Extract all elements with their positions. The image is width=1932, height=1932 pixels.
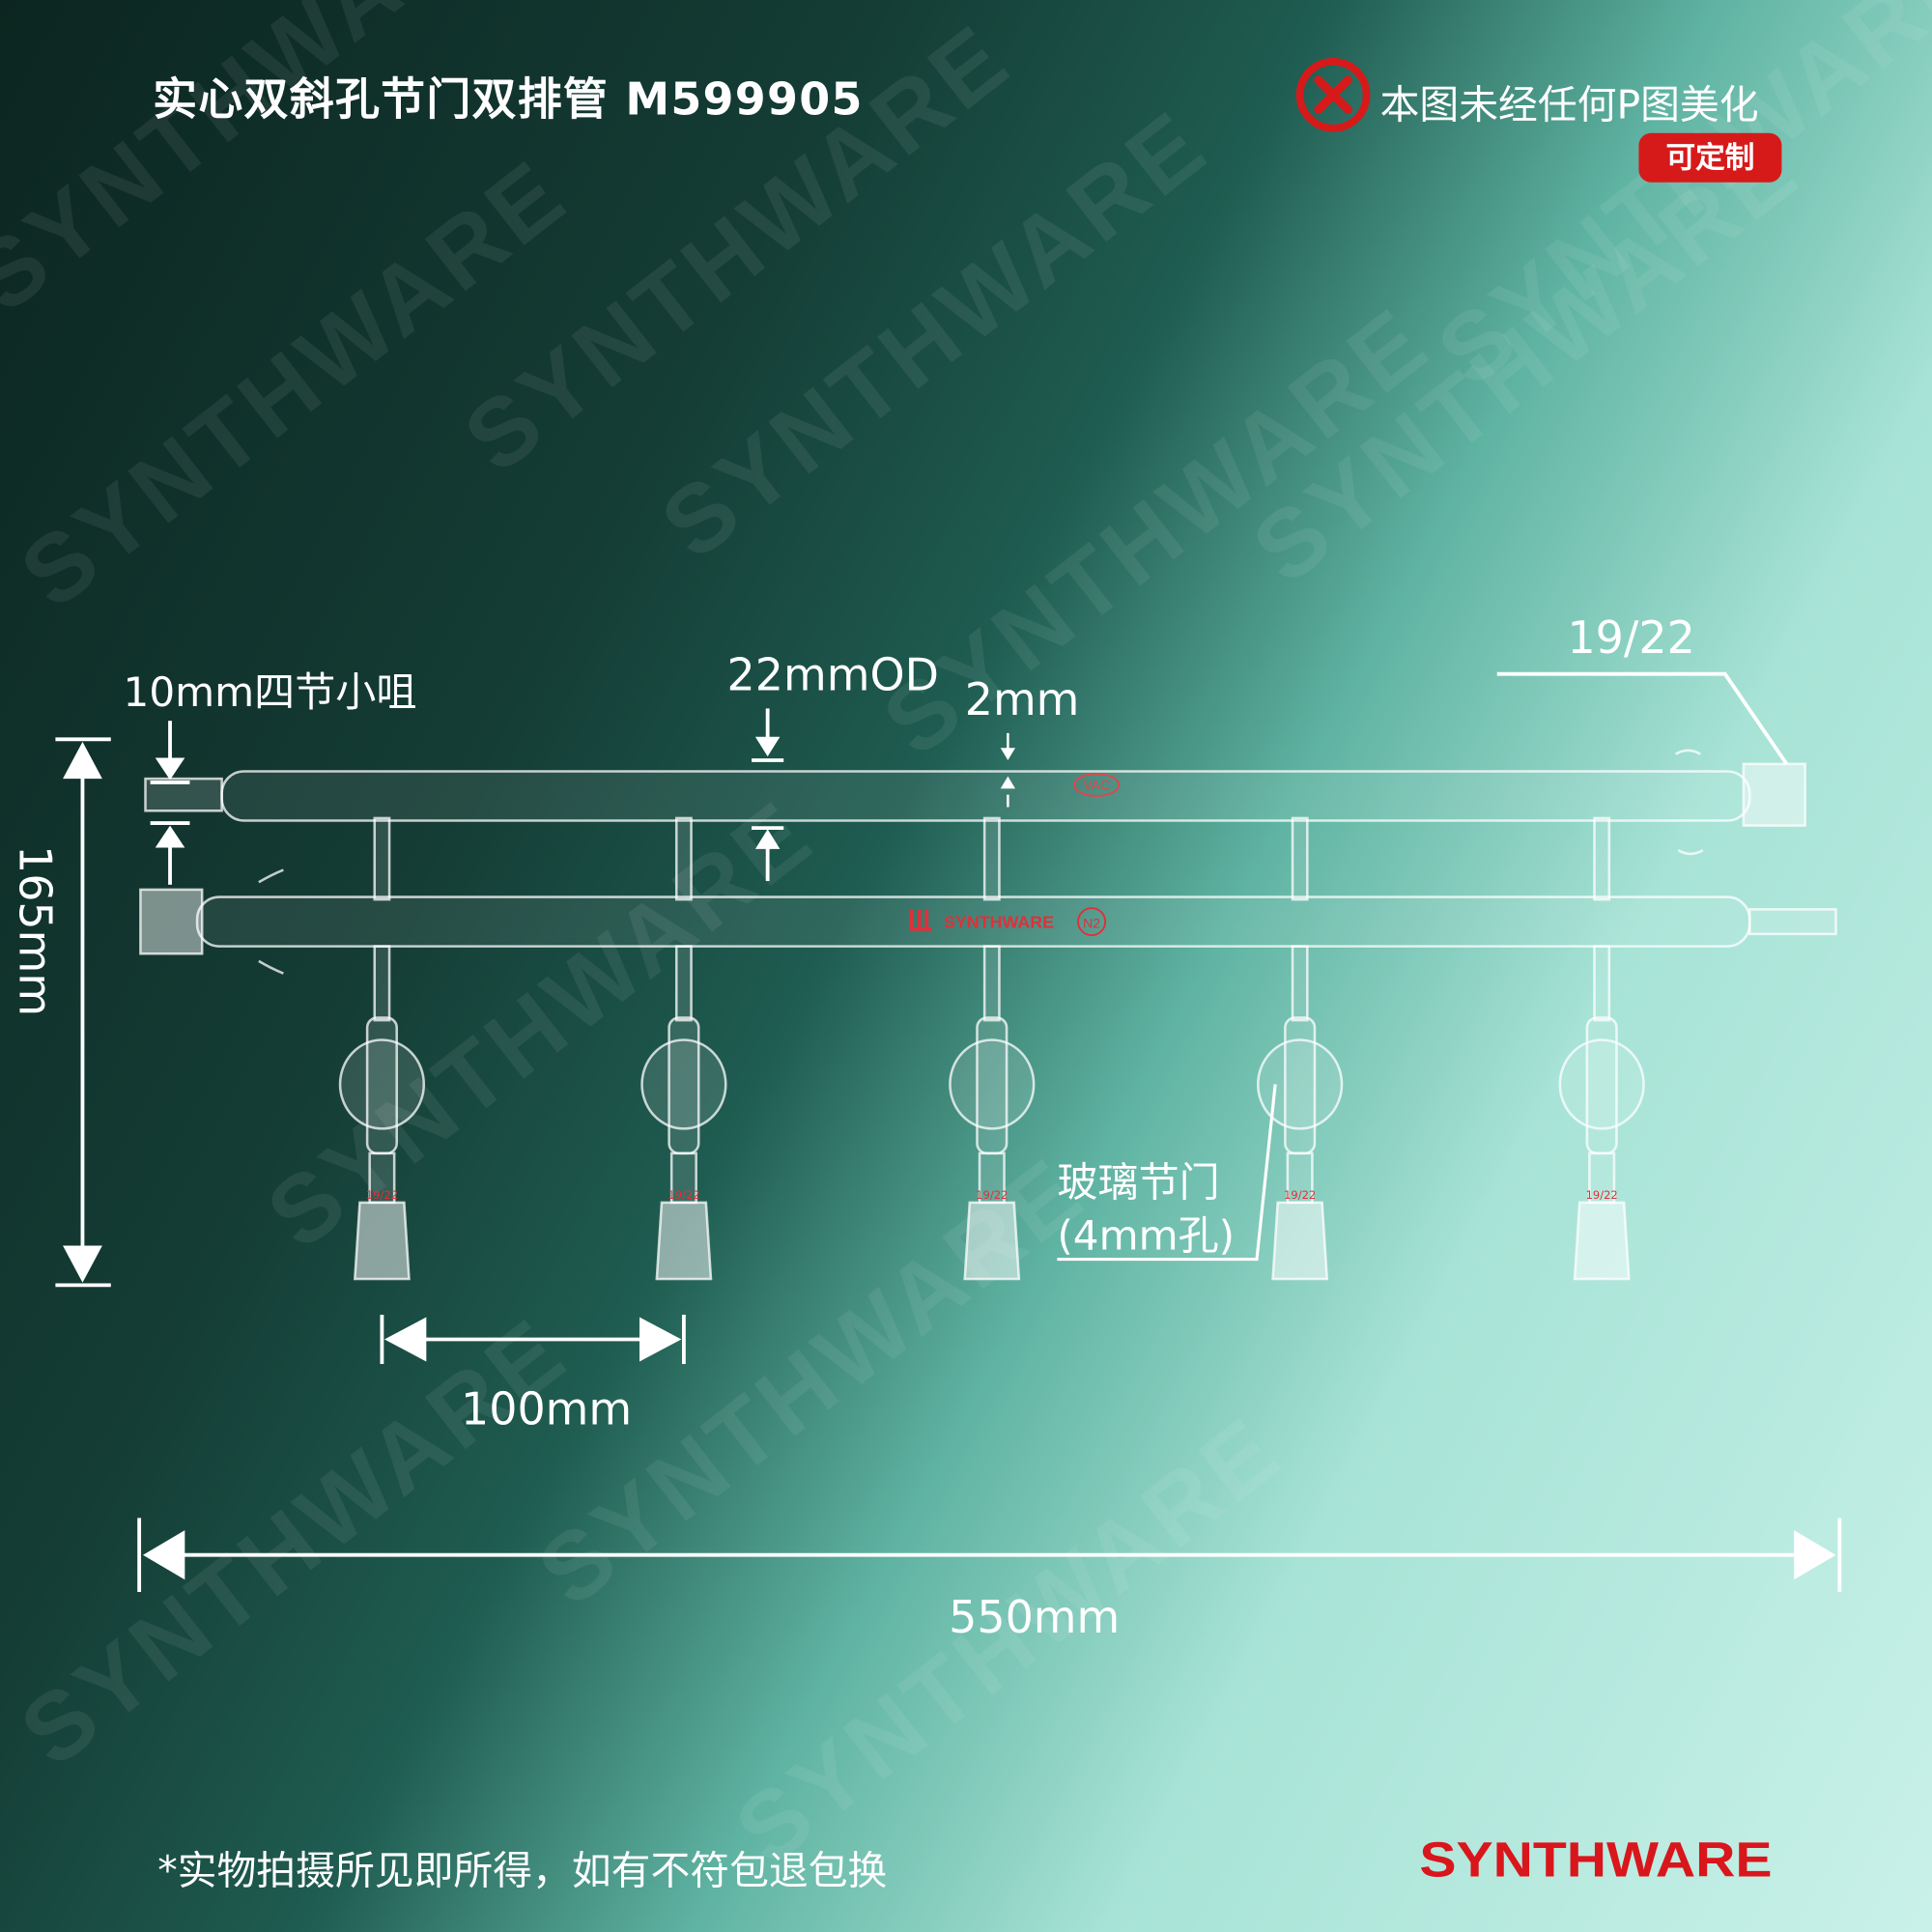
valve-hole-label: (4mm孔) <box>1057 1210 1236 1260</box>
joint-mark: 19/22 <box>366 1188 398 1202</box>
brand-mark: SYNTHWARE <box>944 912 1054 931</box>
vac-mark: VAC <box>1083 778 1110 793</box>
page-title: 实心双斜孔节门双排管 M599905 <box>153 74 864 127</box>
no-edit-icon <box>1295 57 1371 132</box>
joint-mark: 19/22 <box>668 1188 699 1202</box>
tip-label: 10mm四节小咀 <box>123 668 417 717</box>
stopcocks: 19/22 19/22 19/22 19/22 <box>338 816 1645 1281</box>
stopcock: 19/22 <box>640 816 727 1281</box>
stopcock: 19/22 <box>338 816 426 1281</box>
joint-mark: 19/22 <box>976 1188 1008 1202</box>
joint-mark: 19/22 <box>1284 1188 1316 1202</box>
spacing-label: 100mm <box>461 1384 633 1435</box>
height-label: 165mm <box>8 844 60 1017</box>
joint-label: 19/22 <box>1567 613 1695 665</box>
n2-mark: N2 <box>1083 915 1100 930</box>
length-label: 550mm <box>949 1593 1121 1644</box>
footer-note: *实物拍摄所见即所得，如有不符包退包换 <box>157 1846 888 1894</box>
glass-manifold <box>139 749 1837 975</box>
joint-mark: 19/22 <box>1586 1188 1618 1202</box>
stopcock: 19/22 <box>1257 816 1344 1281</box>
valve-label: 玻璃节门 <box>1057 1157 1220 1207</box>
stopcock: 19/22 <box>1558 816 1645 1281</box>
wall-label: 2mm <box>964 674 1080 726</box>
brand-logo-icon <box>909 909 932 931</box>
customizable-badge: 可定制 <box>1638 132 1782 183</box>
brand-logo: SYNTHWARE <box>1419 1833 1773 1889</box>
no-edit-notice: 本图未经任何P图美化 <box>1379 81 1759 128</box>
glass-labels: VAC SYNTHWARE N2 <box>909 773 1121 937</box>
dimension-lines <box>55 671 1842 1592</box>
od-label: 22mmOD <box>726 650 939 701</box>
stopcock: 19/22 <box>949 816 1036 1281</box>
